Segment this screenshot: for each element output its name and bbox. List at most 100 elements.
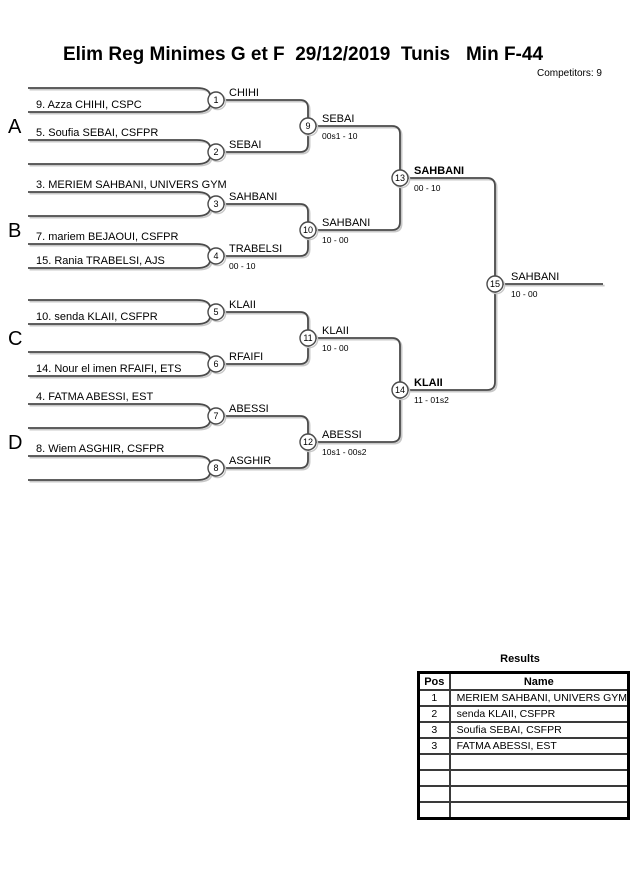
winner-name: SEBAI bbox=[229, 139, 261, 151]
winner-name: SAHBANI bbox=[229, 191, 277, 203]
results-title: Results bbox=[500, 653, 540, 665]
competitor-name: 7. mariem BEJAOUI, CSFPR bbox=[36, 231, 178, 243]
name-cell: FATMA ABESSI, EST bbox=[448, 737, 630, 755]
competitor-name: 9. Azza CHIHI, CSPC bbox=[36, 99, 142, 111]
match-score: 10 - 00 bbox=[322, 235, 349, 245]
competitor-name: 5. Soufia SEBAI, CSFPR bbox=[36, 127, 158, 139]
match-score: 00s1 - 10 bbox=[322, 131, 358, 141]
winner-name: RFAIFI bbox=[229, 351, 263, 363]
match-circle bbox=[299, 433, 317, 451]
name-cell bbox=[448, 785, 630, 803]
winner-name: KLAII bbox=[414, 377, 443, 389]
winner-name: SAHBANI bbox=[322, 217, 370, 229]
winner-name: TRABELSI bbox=[229, 243, 282, 255]
match-circle bbox=[486, 275, 504, 293]
match-score: 11 - 01s2 bbox=[414, 395, 449, 405]
match-number: 12 bbox=[303, 437, 313, 447]
group-label: B bbox=[8, 220, 21, 242]
match-number: 1 bbox=[213, 95, 218, 105]
match-number: 4 bbox=[213, 251, 218, 261]
empty-result-row bbox=[417, 801, 630, 820]
match-score: 00 - 10 bbox=[414, 183, 441, 193]
match-circle bbox=[207, 407, 225, 425]
bracket-lines-shadow bbox=[28, 88, 606, 483]
name-cell: MERIEM SAHBANI, UNIVERS GYM bbox=[448, 689, 630, 707]
group-label: C bbox=[8, 328, 22, 350]
pos-cell: 2 bbox=[417, 705, 451, 723]
match-circle bbox=[299, 329, 317, 347]
match-circle bbox=[207, 303, 225, 321]
empty-result-row bbox=[417, 769, 630, 787]
match-number: 7 bbox=[213, 411, 218, 421]
winner-name: KLAII bbox=[229, 299, 256, 311]
match-number: 13 bbox=[395, 173, 405, 183]
pos-cell: 1 bbox=[417, 689, 451, 707]
group-label: D bbox=[8, 432, 22, 454]
name-cell: Soufia SEBAI, CSFPR bbox=[448, 721, 630, 739]
winner-name: KLAII bbox=[322, 325, 349, 337]
name-cell bbox=[448, 769, 630, 787]
results-header-row: Pos Name bbox=[417, 671, 630, 691]
bracket-lines bbox=[27, 87, 604, 481]
winner-name: SEBAI bbox=[322, 113, 354, 125]
empty-result-row bbox=[417, 753, 630, 771]
match-number: 10 bbox=[303, 225, 313, 235]
competitor-name: 4. FATMA ABESSI, EST bbox=[36, 391, 153, 403]
pos-cell bbox=[417, 769, 451, 787]
competitor-name: 8. Wiem ASGHIR, CSFPR bbox=[36, 443, 164, 455]
match-number: 14 bbox=[395, 385, 405, 395]
match-number: 15 bbox=[490, 279, 500, 289]
name-cell bbox=[448, 801, 630, 820]
match-circle bbox=[299, 117, 317, 135]
name-column-header: Name bbox=[448, 671, 630, 691]
competitor-name: 3. MERIEM SAHBANI, UNIVERS GYM bbox=[36, 179, 227, 191]
competitor-name: 10. senda KLAII, CSFPR bbox=[36, 311, 158, 323]
winner-name: ASGHIR bbox=[229, 455, 271, 467]
match-circle bbox=[207, 195, 225, 213]
winner-name: SAHBANI bbox=[414, 165, 464, 177]
match-score: 10 - 00 bbox=[511, 289, 538, 299]
match-circle bbox=[207, 459, 225, 477]
match-score: 00 - 10 bbox=[229, 261, 256, 271]
match-number: 2 bbox=[213, 147, 218, 157]
winner-name: SAHBANI bbox=[511, 271, 559, 283]
match-circle bbox=[207, 355, 225, 373]
competitor-name: 15. Rania TRABELSI, AJS bbox=[36, 255, 165, 267]
match-circle bbox=[391, 169, 409, 187]
winner-name: ABESSI bbox=[322, 429, 362, 441]
pos-cell: 3 bbox=[417, 737, 451, 755]
match-number: 3 bbox=[213, 199, 218, 209]
match-score: 10s1 - 00s2 bbox=[322, 447, 367, 457]
match-score: 10 - 00 bbox=[322, 343, 349, 353]
winner-name: ABESSI bbox=[229, 403, 269, 415]
match-number: 6 bbox=[213, 359, 218, 369]
match-circle bbox=[207, 247, 225, 265]
pos-cell bbox=[417, 801, 451, 820]
match-number: 9 bbox=[305, 121, 310, 131]
name-cell bbox=[448, 753, 630, 771]
competitor-name: 14. Nour el imen RFAIFI, ETS bbox=[36, 363, 182, 375]
tournament-bracket: 1 CHIHI 9. Azza CHIHI, CSPC 2 SEBAI 5. Soufia… bbox=[8, 87, 606, 483]
pos-cell bbox=[417, 753, 451, 771]
competitors-count: Competitors: 9 bbox=[536, 68, 602, 79]
empty-result-row bbox=[417, 785, 630, 803]
match-number: 5 bbox=[213, 307, 218, 317]
name-cell: senda KLAII, CSFPR bbox=[448, 705, 630, 723]
match-number: 11 bbox=[303, 333, 312, 343]
winner-name: CHIHI bbox=[229, 87, 259, 99]
pos-cell bbox=[417, 785, 451, 803]
group-label: A bbox=[8, 116, 22, 138]
page-title: Elim Reg Minimes G et F 29/12/2019 Tunis… bbox=[62, 44, 544, 65]
match-circle bbox=[391, 381, 409, 399]
match-circle bbox=[299, 221, 317, 239]
match-circle bbox=[207, 91, 225, 109]
match-circle bbox=[207, 143, 225, 161]
pos-column-header: Pos bbox=[417, 671, 451, 691]
match-number: 8 bbox=[213, 463, 218, 473]
pos-cell: 3 bbox=[417, 721, 451, 739]
